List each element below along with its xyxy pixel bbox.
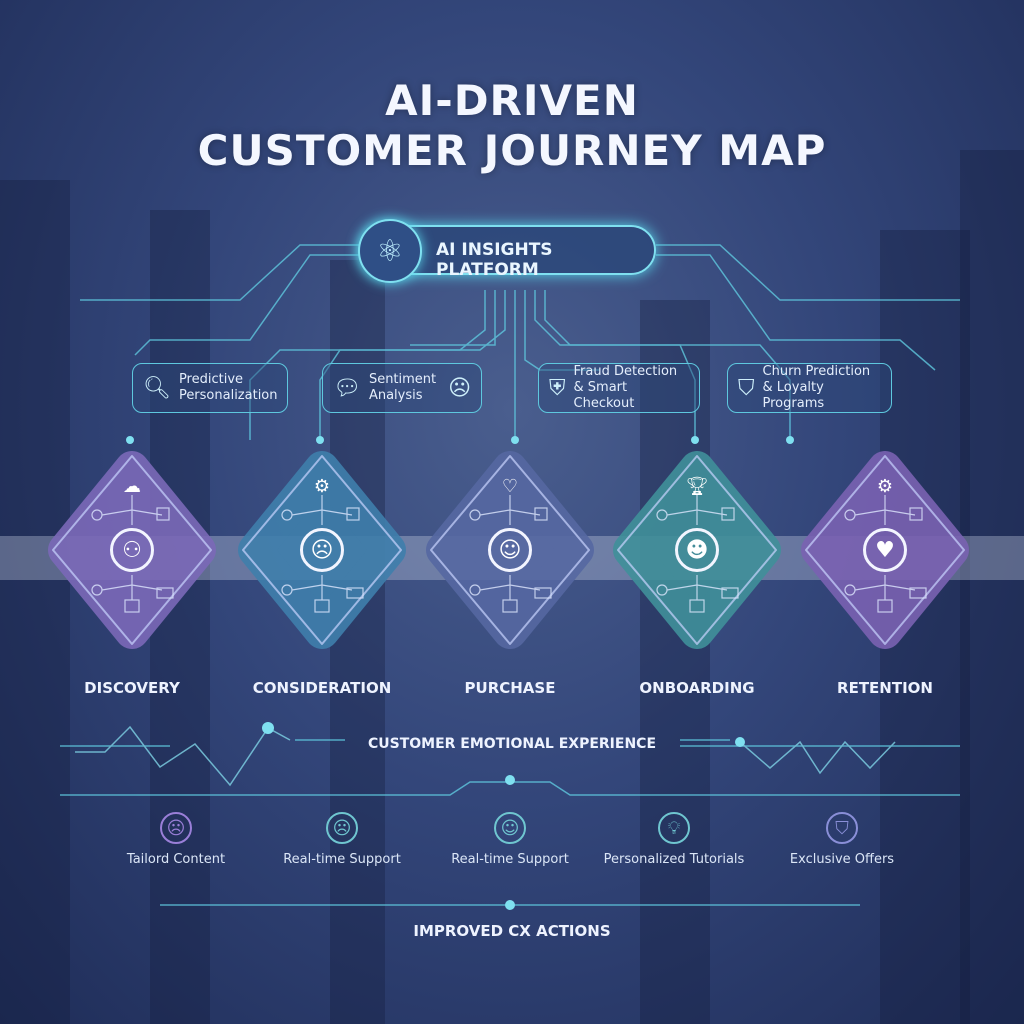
platform-label: AI INSIGHTS PLATFORM (436, 240, 553, 280)
callout-churn-prediction: ⛉ Churn Prediction & Loyalty Programs (727, 363, 892, 413)
stage-label: ONBOARDING (639, 679, 755, 697)
sad-face-icon: ☹ (448, 375, 471, 401)
stage-discovery: ☁⚇ (47, 450, 217, 650)
callout-predictive-personalization: 🔍︎ Predictive Personalization (132, 363, 288, 413)
stage-top-icon: ⚙ (877, 476, 893, 497)
emotional-experience-label: CUSTOMER EMOTIONAL EXPERIENCE (367, 736, 657, 752)
stage-label: PURCHASE (464, 679, 556, 697)
stage-top-icon: ♡ (502, 476, 518, 497)
emotion-face-icon: ♥ (863, 528, 907, 572)
shield-icon: ⛨ (549, 375, 566, 401)
emotion-face-icon: ☻ (675, 528, 719, 572)
callout-fraud-detection: ⛨ Fraud Detection & Smart Checkout (538, 363, 700, 413)
cx-action-item: ⛉ Exclusive Offers (757, 812, 927, 867)
action-icon: 💡︎ (658, 812, 690, 844)
emotion-face-icon: ⚇ (110, 528, 154, 572)
callout-sentiment-analysis: 💬︎ Sentiment Analysis ☹ (322, 363, 482, 413)
stage-purchase: ♡☺ (425, 450, 595, 650)
ai-insights-platform: ⚛ AI INSIGHTS PLATFORM (358, 219, 656, 283)
action-label: Real-time Support (283, 852, 401, 867)
title-line-1: AI-DRIVEN (385, 76, 639, 125)
shield-face-icon: ⛉ (738, 375, 755, 401)
stage-consideration: ⚙☹ (237, 450, 407, 650)
action-icon: ☹ (326, 812, 358, 844)
emotion-face-icon: ☺ (488, 528, 532, 572)
action-icon: ☹ (160, 812, 192, 844)
improved-cx-actions-label: IMPROVED CX ACTIONS (413, 922, 611, 940)
stage-label: CONSIDERATION (252, 679, 392, 697)
stage-top-icon: ⚙ (314, 476, 330, 497)
chat-bubble-icon: 💬︎ (333, 375, 361, 401)
title-line-2: CUSTOMER JOURNEY MAP (197, 126, 827, 175)
action-label: Real-time Support (451, 852, 569, 867)
stage-diamond: ⚙ (801, 451, 969, 649)
emotion-face-icon: ☹ (300, 528, 344, 572)
cx-action-item: ☺ Real-time Support (425, 812, 595, 867)
stage-onboarding: 🏆︎ ☻ (612, 450, 782, 650)
stage-retention: ⚙♥ (800, 450, 970, 650)
action-icon: ⛉ (826, 812, 858, 844)
stage-label: RETENTION (837, 679, 933, 697)
search-icon: 🔍︎ (143, 375, 171, 401)
action-icon: ☺ (494, 812, 526, 844)
brain-icon: ⚛ (358, 219, 422, 283)
action-label: Tailord Content (126, 852, 226, 867)
action-label: Personalized Tutorials (603, 852, 745, 867)
stage-label: DISCOVERY (84, 679, 180, 697)
stage-top-icon: ☁ (123, 476, 141, 497)
cx-action-item: ☹ Tailord Content (91, 812, 261, 867)
cx-action-item: 💡︎ Personalized Tutorials (589, 812, 759, 867)
cx-action-item: ☹ Real-time Support (257, 812, 427, 867)
stage-top-icon: 🏆︎ (686, 476, 709, 497)
action-label: Exclusive Offers (789, 852, 895, 867)
